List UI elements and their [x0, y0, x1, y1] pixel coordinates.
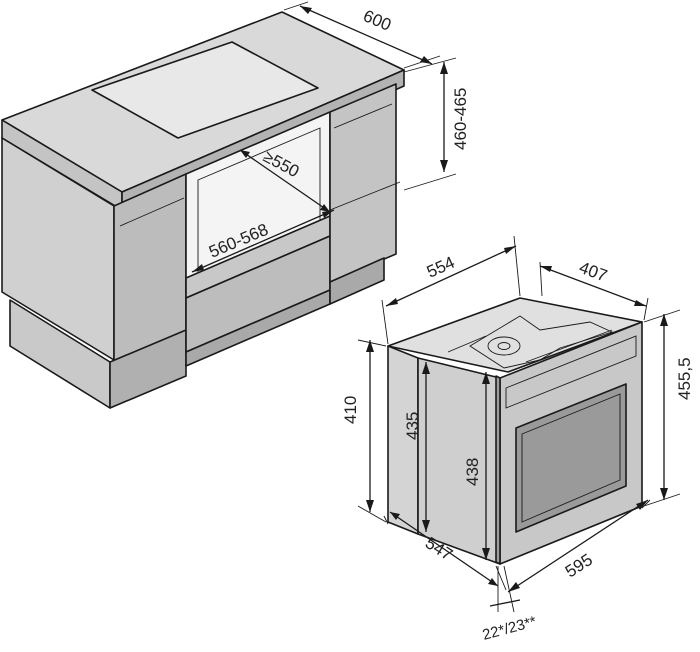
- oven-door-window: [515, 383, 627, 533]
- oven-control-strip: [505, 335, 637, 409]
- oven-body-side: [417, 357, 501, 565]
- dim-line-554: [385, 245, 517, 307]
- cabinet-plinth-right: [329, 257, 385, 305]
- dim-label-435: 435: [403, 412, 422, 440]
- cabinet-right-door: [329, 83, 397, 283]
- right-door-handle-line: [333, 103, 393, 129]
- dim-label-front-thickness: 22*/23**: [481, 613, 539, 644]
- dim-line-407: [539, 265, 647, 307]
- dim-line-547: [389, 511, 499, 587]
- hob-plate: [91, 41, 319, 139]
- dim-label-460-465: 460-465: [451, 88, 470, 150]
- dim-line-550: [239, 149, 331, 213]
- oven-front-edge: [495, 375, 501, 565]
- built-in-oven: [387, 297, 643, 565]
- dim-line-600: [299, 5, 433, 65]
- cabinet-plinth-front: [109, 329, 187, 409]
- kitchen-cabinet: [1, 11, 405, 409]
- left-door-handle-line: [119, 197, 185, 227]
- dim-label-410: 410: [341, 396, 360, 424]
- oven-door-inner: [521, 393, 621, 523]
- dim-label-438: 438: [463, 458, 482, 486]
- dim-line-595: [507, 499, 649, 593]
- dim-line-560-568: [191, 209, 335, 273]
- oven-top-frame: [469, 315, 614, 369]
- dim-label-554: 554: [424, 253, 458, 282]
- oven-connector-center: [497, 342, 511, 350]
- dim-label-455-5: 455,5: [675, 357, 694, 400]
- dim-label-600: 600: [360, 6, 394, 35]
- oven-connector-ring: [487, 336, 521, 356]
- dim-label-595: 595: [562, 550, 596, 581]
